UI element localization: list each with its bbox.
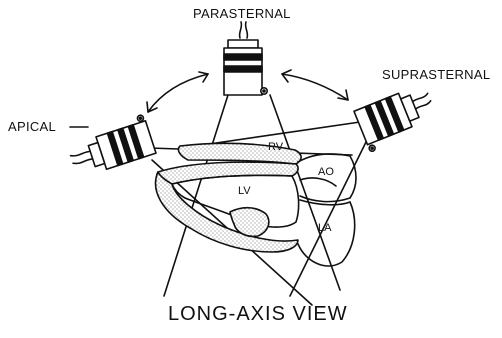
lv-label: LV	[238, 185, 251, 197]
rv-label: RV	[268, 141, 283, 153]
la-label: LA	[318, 222, 331, 234]
apical-probe	[65, 114, 156, 178]
aortic-root-line	[300, 178, 336, 186]
parasternal-probe	[224, 22, 267, 95]
rotation-arrow-left	[147, 72, 208, 112]
septum	[157, 162, 298, 184]
apical-label: APICAL	[8, 119, 56, 134]
ao-label: AO	[318, 166, 334, 178]
rotation-arrow-right	[282, 70, 348, 100]
parasternal-label: PARASTERNAL	[193, 6, 291, 21]
view-title: LONG-AXIS VIEW	[168, 303, 348, 326]
left-ventricle-wall	[156, 172, 298, 252]
suprasternal-label: SUPRASTERNAL	[382, 67, 490, 82]
suprasternal-probe	[354, 83, 440, 152]
